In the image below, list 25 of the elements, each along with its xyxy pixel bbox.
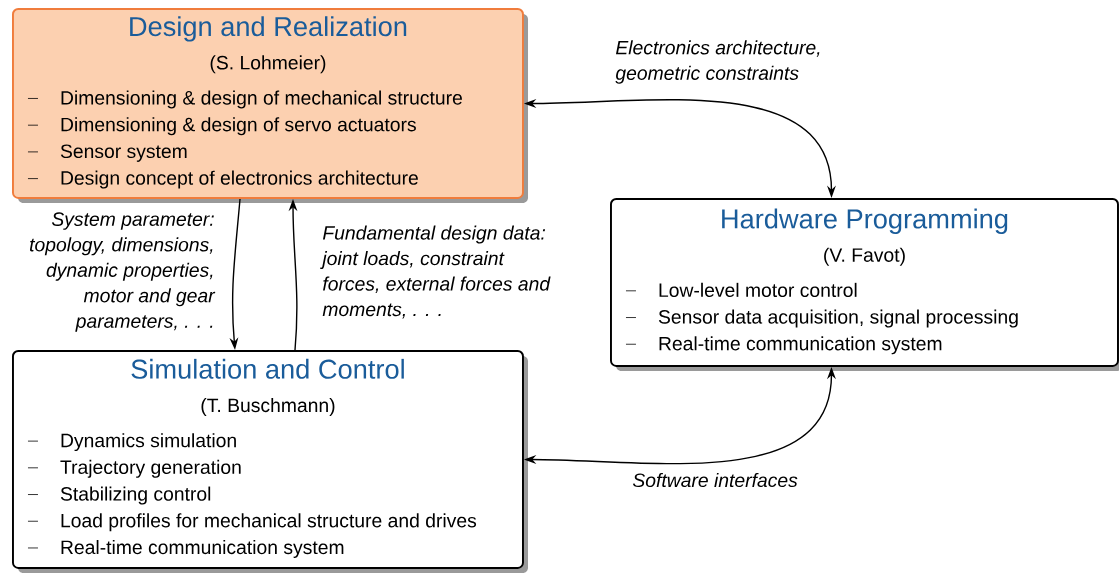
list-item: Sensor data acquisition, signal processing: [625, 309, 1018, 328]
edge-label: Software interfaces: [632, 472, 798, 488]
box-title: Hardware Programming: [722, 208, 1008, 234]
edge-label: Fundamental design data: joint loads, constraint forces, external forces and moments, . . .: [320, 225, 551, 319]
list-item: Real-time communication system: [625, 336, 942, 355]
list-item: Sensor system: [27, 144, 187, 162]
list-item: Stabilizing control: [27, 486, 211, 505]
process-box: [12, 350, 524, 569]
box-title: Simulation and Control: [131, 358, 404, 379]
list-item: Dimensioning & design of mechanical structure: [27, 90, 462, 109]
process-box: [610, 198, 1119, 367]
author-name: (S. Lohmeier): [210, 55, 326, 74]
list-item: Load profiles for mechanical structure and drives: [27, 513, 477, 532]
edge-label: System parameter: topology, dimensions, dynamic properties, motor and gear parameters, . . .: [30, 212, 216, 332]
list-item: Trajectory generation: [27, 459, 241, 478]
process-box: [12, 8, 524, 199]
author-name: (T. Buschmann): [201, 398, 335, 416]
list-item: Dynamics simulation: [27, 433, 236, 452]
list-item: Design concept of electronics architecture: [27, 170, 418, 189]
list-item: Dimensioning & design of servo actuators: [27, 117, 416, 136]
edge-label: Electronics architecture, geometric constraints: [615, 40, 820, 84]
box-title: Design and Realization: [130, 16, 407, 42]
list-item: Low-level motor control: [625, 282, 857, 298]
author-name: (V. Favot): [824, 247, 905, 266]
list-item: Real-time communication system: [27, 539, 344, 558]
